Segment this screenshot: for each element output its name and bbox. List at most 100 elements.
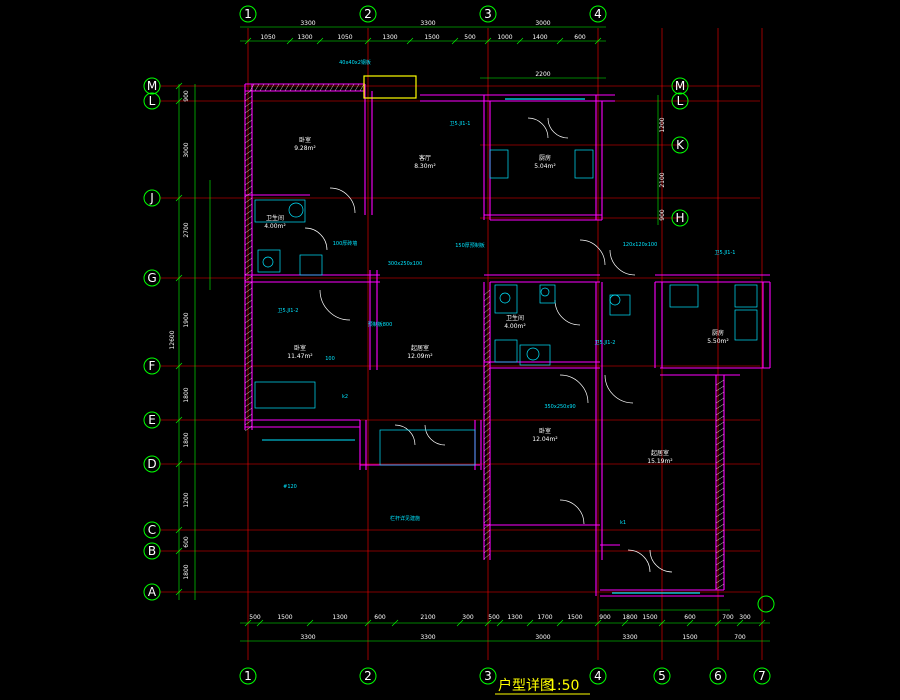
hatch-right-410: [715, 409, 725, 416]
hatch-left-156: [244, 155, 253, 162]
axis-bubble-top-4-label: 4: [594, 7, 602, 21]
hatch-left-270: [244, 269, 253, 276]
hatch-left-342: [244, 341, 253, 348]
tick-bottom-0: [244, 619, 252, 627]
axis-bubble-left-J-label: J: [149, 191, 154, 205]
axis-bubble-bottom-6: 6: [709, 667, 727, 685]
hatch-mid-296: [483, 295, 491, 302]
axis-bubble-bottom-7-label: 7: [758, 669, 766, 683]
hatch-mid-548: [483, 547, 491, 554]
axis-bubble-bottom-2-label: 2: [364, 669, 372, 683]
hatch-top-275: [274, 83, 280, 92]
hatch-right-500: [715, 499, 725, 506]
dim-bottom1-2: 1300: [332, 614, 347, 621]
hatch-right-482: [715, 481, 725, 488]
axis-bubble-left-E: E: [143, 411, 161, 429]
dimension-lines: [175, 26, 770, 642]
hatch-left-312: [244, 311, 253, 318]
hatch-left-378: [244, 377, 253, 384]
wall-segment-17: [660, 367, 770, 376]
tick-bottom-5: [456, 619, 464, 627]
axis-bubble-right-L-circle: [671, 92, 689, 110]
hatch-mid-554: [483, 553, 491, 560]
room-label-2: 厨房5.04m²: [534, 154, 556, 170]
axis-bubble-left-B-circle: [143, 542, 161, 560]
axis-bubble-left-A: A: [143, 583, 161, 601]
note-3: 卫5.JI1-1: [715, 250, 736, 256]
axis-bubble-bottom-1-circle: [239, 667, 257, 685]
hatch-left-306: [244, 305, 253, 312]
hatch-left-258: [244, 257, 253, 264]
axis-grid: [160, 28, 763, 660]
fixture-9: [734, 284, 758, 308]
hatch-left-420: [244, 419, 253, 426]
fixture-round-2: [499, 292, 511, 304]
hatch-left-198: [244, 197, 253, 204]
dim-bottom2-2: 3000: [535, 634, 550, 641]
hatch-top-340: [339, 83, 345, 92]
drawing-title: 户型详图 1:50: [495, 677, 590, 695]
hatch-top-315: [314, 83, 320, 92]
hatch-mid-404: [483, 403, 491, 410]
axis-bubble-right-H: H: [671, 209, 689, 227]
wall-segment-14: [655, 274, 770, 283]
tick-left-9: [175, 588, 183, 596]
tick-top-4: [406, 37, 414, 45]
axis-bubble-right-L: L: [671, 92, 689, 110]
dim-top1-0: 3300: [300, 20, 315, 27]
room-area-7: 5.50m²: [707, 338, 729, 345]
room-label-0: 卧室9.28m²: [294, 136, 316, 152]
hatch-left-150: [244, 149, 253, 156]
flue-box: [363, 75, 417, 99]
room-name-5: 起居室: [411, 344, 429, 352]
note-0: 40x40x2钢板: [339, 59, 371, 66]
tick-top-5: [451, 37, 459, 45]
hatch-mid-302: [483, 301, 491, 308]
tick-bottom-16: [758, 619, 766, 627]
axis-bubble-bottom-2: 2: [359, 667, 377, 685]
hatch-top-310: [309, 83, 315, 92]
tick-bottom-15: [736, 619, 744, 627]
hatch-left-234: [244, 233, 253, 240]
hatch-left-90: [244, 89, 253, 96]
hatch-right-512: [715, 511, 725, 518]
hatch-top-255: [254, 83, 260, 92]
axis-bubble-left-B-label: B: [148, 544, 156, 558]
hatch-mid-290: [483, 289, 491, 296]
tick-bottom-9: [556, 619, 564, 627]
axis-bubble-left-D: D: [143, 455, 161, 473]
door-swing-10: [559, 374, 589, 404]
hatch-mid-434: [483, 433, 491, 440]
hatch-right-452: [715, 451, 725, 458]
axis-bubble-right-H-circle: [671, 209, 689, 227]
dim-top2-0: 1050: [260, 34, 275, 41]
dim-left1-0: 900: [183, 90, 190, 102]
hatch-left-222: [244, 221, 253, 228]
fixture-5: [494, 284, 518, 314]
hatch-top-300: [299, 83, 305, 92]
dim-top2-8: 600: [574, 34, 586, 41]
axis-bubble-left-A-label: A: [148, 585, 157, 599]
hatch-left-288: [244, 287, 253, 294]
hatch-left-186: [244, 185, 253, 192]
axis-bubble-bottom-1-label: 1: [244, 669, 252, 683]
hatch-mid-446: [483, 445, 491, 452]
hatch-mid-536: [483, 535, 491, 542]
hatch-mid-362: [483, 361, 491, 368]
axis-bubble-bottom-3: 3: [479, 667, 497, 685]
room-area-6: 4.00m²: [504, 323, 526, 330]
dim-left-total: 12600: [169, 330, 176, 349]
axis-bubble-bottom-4-label: 4: [594, 669, 602, 683]
hatch-top-305: [304, 83, 310, 92]
dim-top2-4: 1500: [424, 34, 439, 41]
hatch-top-280: [279, 83, 285, 92]
hatch-mid-416: [483, 415, 491, 422]
dim-top2-1: 1300: [297, 34, 312, 41]
hatch-right-434: [715, 433, 725, 440]
dim-top2-5: 500: [464, 34, 476, 41]
